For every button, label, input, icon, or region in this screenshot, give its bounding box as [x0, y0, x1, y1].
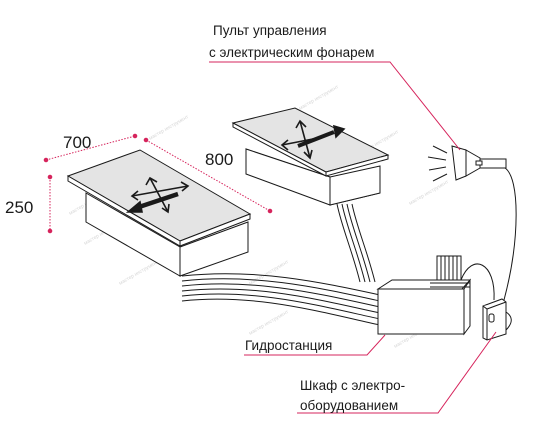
label-hydrostation: Гидростанция — [245, 338, 332, 353]
dimension-length: 800 — [205, 150, 233, 169]
leader-lines — [209, 61, 497, 414]
electrical-cabinet — [482, 298, 507, 341]
electric-cables — [460, 167, 517, 331]
label-cabinet-line2: оборудованием — [300, 398, 398, 413]
dimension-width: 700 — [63, 133, 91, 152]
svg-text:мастер инструмент: мастер инструмент — [248, 309, 290, 337]
rear-lifting-platform — [231, 107, 390, 206]
hydraulic-hoses-rear — [336, 203, 376, 283]
dimension-lines — [43, 133, 273, 234]
arrows-cross-icon — [125, 176, 190, 214]
svg-text:мастер инструмент: мастер инструмент — [148, 114, 190, 142]
hydrostation-unit — [376, 255, 472, 336]
label-control-panel-line1: Пульт управления — [213, 23, 327, 38]
svg-text:мастер инструмент: мастер инструмент — [408, 179, 450, 207]
lamp-icon — [427, 145, 507, 182]
hydraulic-hoses-front — [181, 273, 381, 326]
svg-text:мастер инструмент: мастер инструмент — [118, 259, 160, 287]
label-control-panel-line2: с электрическим фонарем — [209, 45, 374, 60]
arrows-cross-icon — [280, 119, 346, 160]
dimension-height: 250 — [5, 198, 33, 217]
label-cabinet-line1: Шкаф с электро- — [300, 378, 405, 393]
svg-text:мастер инструмент: мастер инструмент — [298, 84, 340, 112]
